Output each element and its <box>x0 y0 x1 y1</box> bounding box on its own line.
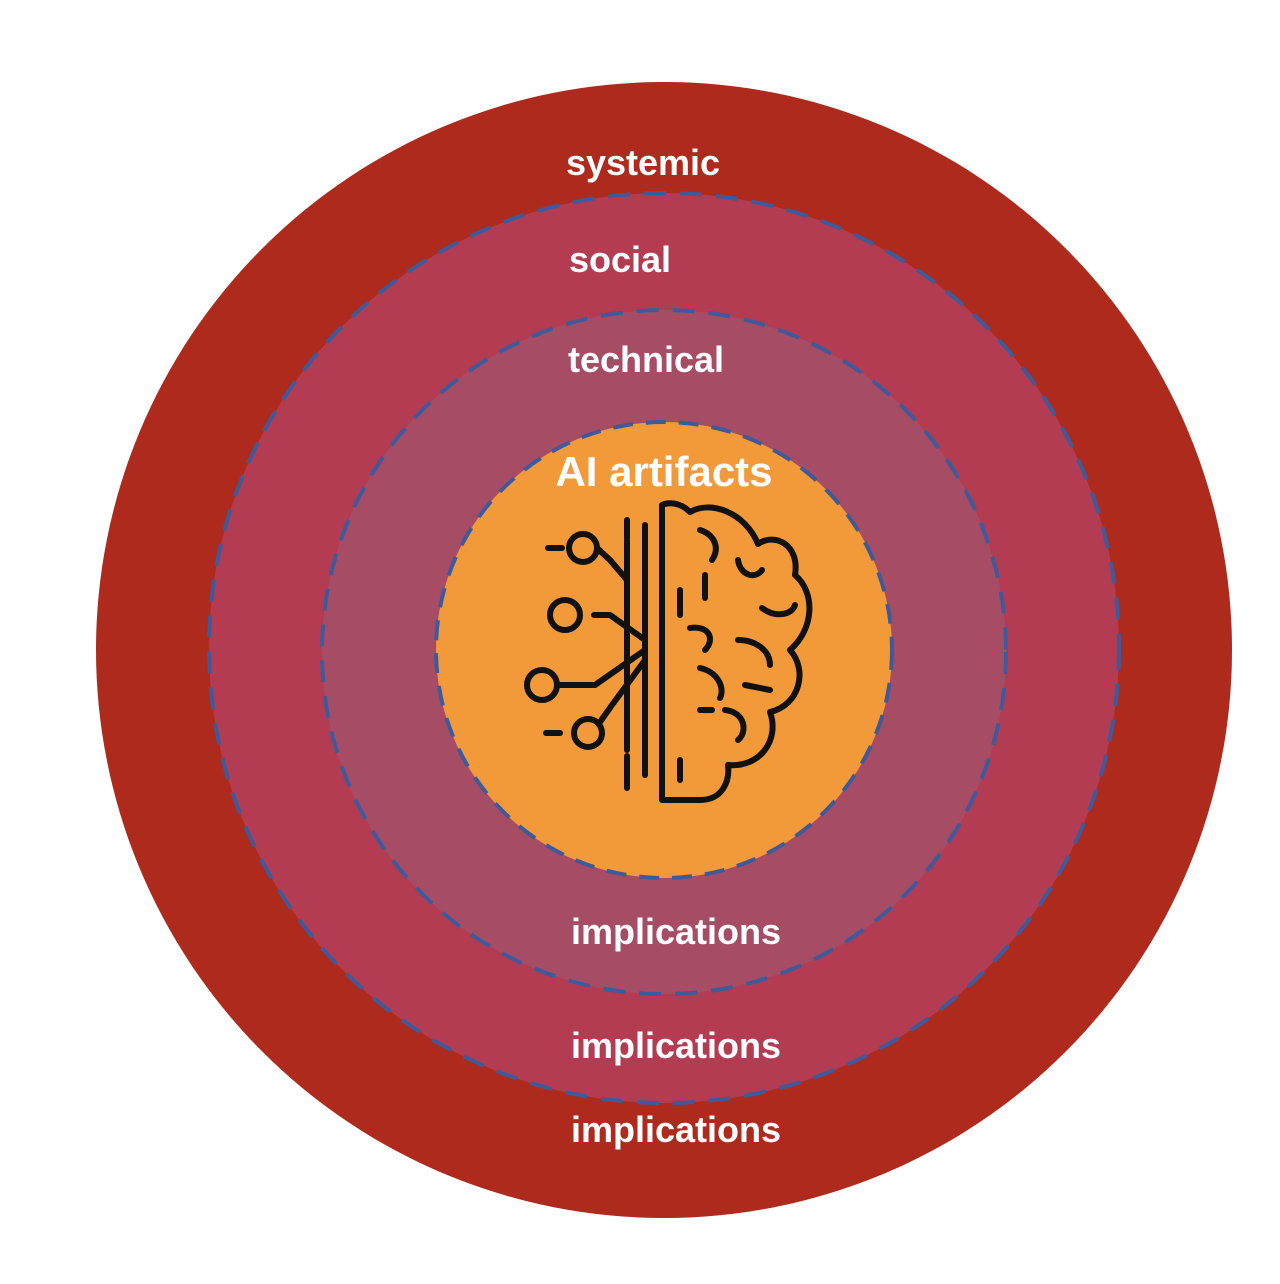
technical-implications-label: implications <box>571 911 781 952</box>
systemic-implications-label: implications <box>571 1109 781 1150</box>
brain-circuit-icon <box>524 500 813 803</box>
technical-label: technical <box>568 339 724 380</box>
social-label: social <box>569 239 671 280</box>
systemic-label: systemic <box>566 142 720 183</box>
social-implications-label: implications <box>571 1025 781 1066</box>
core-label: AI artifacts <box>555 448 772 495</box>
